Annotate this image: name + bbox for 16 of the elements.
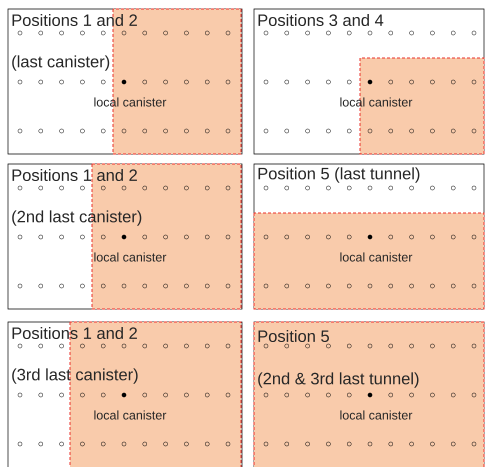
canister-label: local canister: [94, 410, 166, 420]
panel-title: (3rd last canister): [12, 368, 138, 384]
canister-label: local canister: [340, 97, 412, 107]
panel-title: Positions 1 and 2: [12, 326, 137, 340]
panel-title: Positions 3 and 4: [258, 14, 384, 26]
panel-title: Positions 1 and 2: [12, 14, 137, 26]
canister-label: local canister: [94, 252, 166, 262]
panel-title: (2nd & 3rd last tunnel): [258, 372, 418, 388]
panel-title: (last canister): [12, 55, 110, 71]
canister-label: local canister: [340, 252, 412, 262]
canister-label: local canister: [340, 410, 412, 420]
panel-title: Position 5 (last tunnel): [258, 167, 420, 183]
panel-title: Positions 1 and 2: [12, 168, 137, 182]
panel-title: Position 5: [258, 330, 329, 342]
canister-label: local canister: [94, 97, 166, 107]
panel-title: (2nd last canister): [12, 210, 142, 226]
